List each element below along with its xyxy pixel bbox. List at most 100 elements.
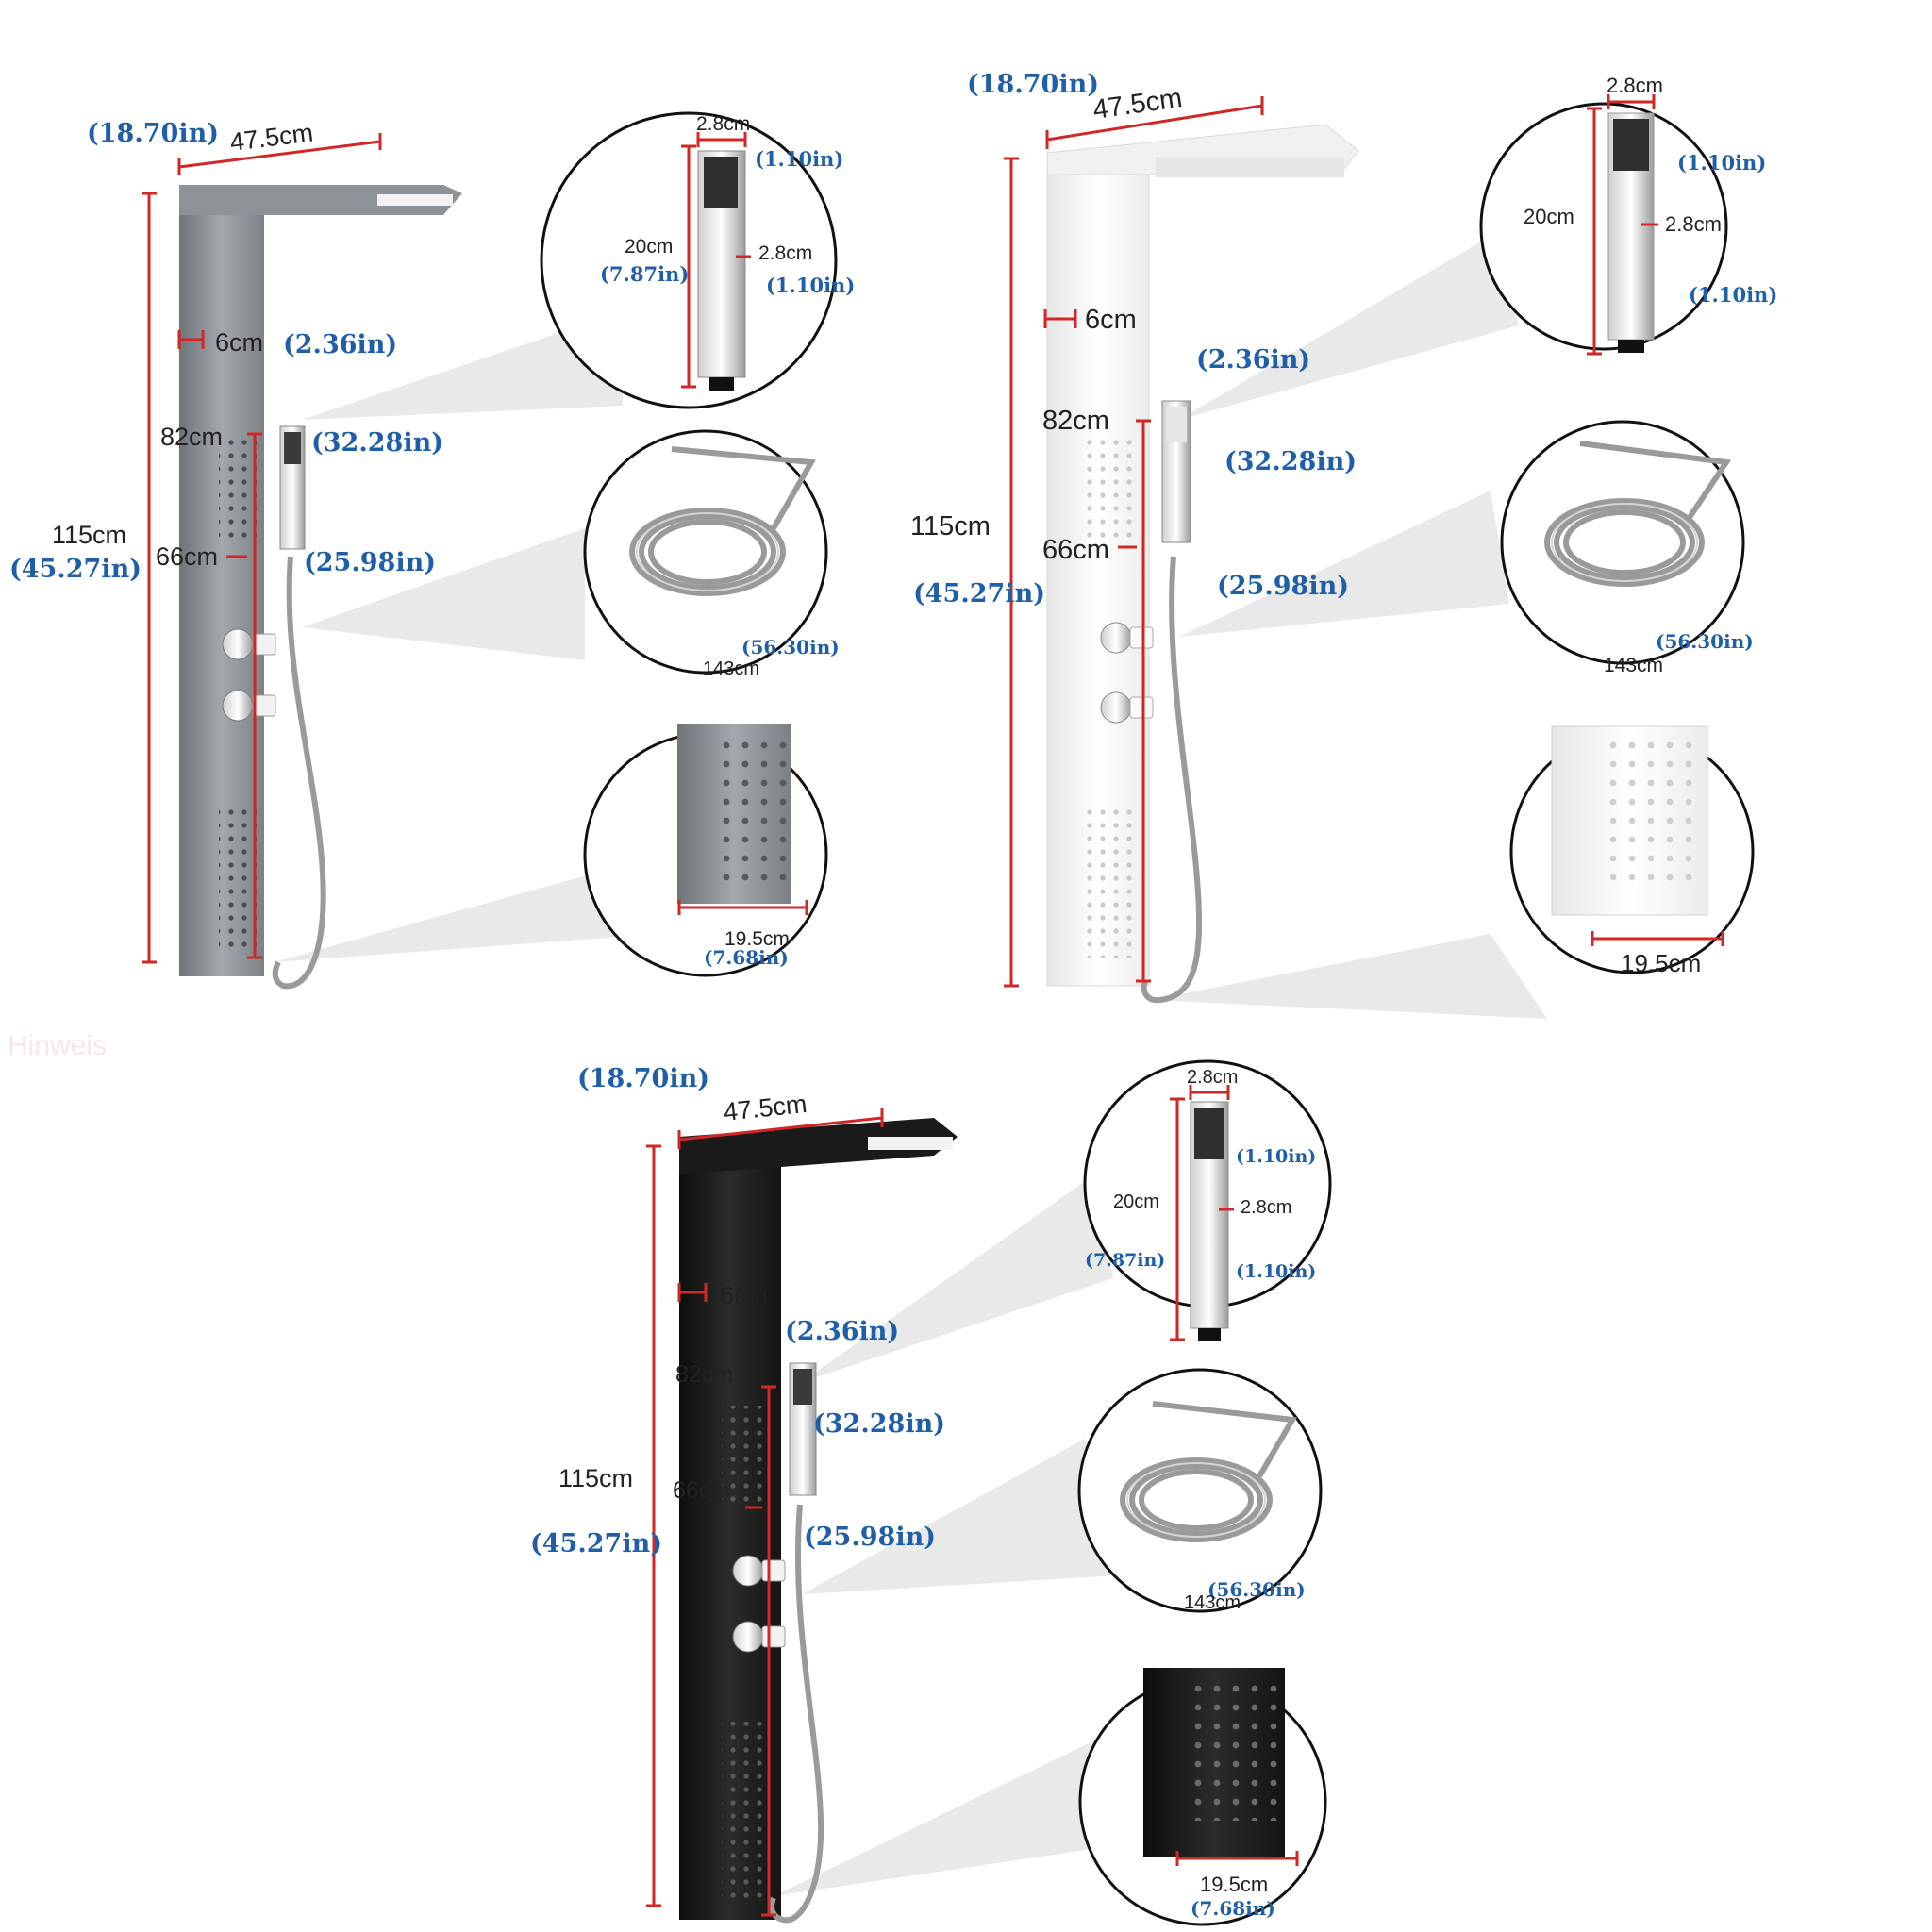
mixer-knob [1100,691,1132,724]
dim-upper-jets [1136,419,1151,983]
label-lower-jets-in: (25.98in) [1217,572,1349,601]
handshower-face [284,432,301,464]
zoom-cone-hose [302,528,585,660]
zoom-cone-handshower [1179,236,1519,420]
upper-jets [219,434,257,538]
detail-handshower: 2.8cm (1.10in) 20cm (7.87in) 2.8cm (1.10… [540,111,855,409]
label-panel-width-in: (7.68in) [1191,1897,1275,1920]
label-top-width-in: (18.70in) [967,70,1099,99]
hose-coil [629,446,816,596]
waterfall-outlet [377,194,453,206]
label-hs-depth-in: (1.10in) [1236,1261,1316,1282]
label-panel-width-cm: 19.5cm [724,928,790,950]
label-lower-jets-in: (25.98in) [304,548,436,577]
dim-upper-jets [761,1385,776,1917]
hose [769,1504,824,1924]
dim-total-height [142,192,157,964]
label-hs-width-cm: 2.8cm [1607,74,1663,97]
waterfall-outlet [1156,157,1344,177]
label-hs-length-cm: 20cm [1113,1191,1159,1212]
lower-jets [219,802,257,953]
label-total-height-cm: 115cm [52,521,126,549]
handshower-detail-face [1194,1108,1224,1159]
handshower-detail-connector [1198,1328,1221,1341]
label-hose-in: (56.30in) [1656,630,1754,653]
dim-hs-length [1587,107,1602,356]
label-hs-width-in: (1.10in) [1677,151,1766,175]
label-lower-jets-cm: 66cm [156,542,218,571]
dim-hs-length [681,144,696,389]
upper-jets [722,1406,769,1509]
label-hs-length-in: (7.87in) [1085,1250,1165,1271]
label-hs-length-cm: 20cm [625,236,673,258]
label-hs-width-cm: 2.8cm [1187,1067,1238,1088]
label-hs-depth-cm: 2.8cm [1665,212,1722,236]
detail-hose: (56.30in) 143cm [1077,1368,1323,1613]
watermark-text: Hinweis [8,1030,107,1061]
label-panel-width-cm: 19.5cm [1200,1873,1268,1896]
label-depth-cm: 6cm [1085,305,1137,335]
diverter-knob [732,1555,764,1587]
dim-upper-jets [247,432,262,959]
lower-jets [722,1722,769,1901]
zoom-cone-hose [1179,491,1509,637]
detail-handshower: 2.8cm (1.10in) 20cm (7.87in) 2.8cm (1.10… [1083,1059,1332,1341]
panel-silver: (18.70in) 47.5cm 6cm (2.36in) 82cm (32.2… [9,111,855,990]
label-hs-width-in: (1.10in) [755,147,843,171]
handshower-detail-connector [709,377,734,391]
label-total-height-cm: 115cm [558,1464,633,1492]
label-top-width-in: (18.70in) [87,119,219,148]
shower-head-arm [179,185,462,215]
handshower-face [1166,407,1187,442]
dim-total-height [646,1144,661,1907]
lower-jets [1085,807,1132,958]
dim-hs-width [1607,94,1656,109]
handshower-face [793,1369,812,1405]
handshower-detail-face [704,157,738,208]
mixer-handle [1129,696,1154,719]
diverter-handle [252,633,276,656]
label-hose-cm: 143cm [1184,1592,1241,1613]
label-depth-in: (2.36in) [283,330,397,359]
detail-circle [1077,1368,1323,1613]
detail-panel: 19.5cm (7.68in) [583,724,828,977]
dim-panel-width [1175,1851,1299,1866]
waterfall-outlet [868,1137,953,1150]
dim-top-width [677,1108,884,1149]
hose [1141,556,1203,1004]
panel-detail-jets [1193,1679,1278,1821]
detail-circle [583,429,828,675]
label-depth-in: (2.36in) [785,1317,899,1346]
zoom-cone-panel [774,1740,1156,1896]
zoom-cone-handshower [302,311,623,420]
label-hs-depth-cm: 2.8cm [1241,1197,1291,1218]
detail-circle [1479,102,1728,351]
dim-hs-width [696,132,747,147]
handshower-detail-connector [1618,340,1644,353]
hose [272,556,326,990]
diverter-knob [1100,622,1132,654]
detail-hose: (56.30in) 143cm [1500,420,1754,676]
label-hs-width-in: (1.10in) [1236,1146,1316,1167]
handshower-detail-face [1613,119,1649,171]
diverter-knob [222,628,254,660]
diverter-handle [761,1559,786,1582]
label-upper-jets-cm: 82cm [675,1361,733,1388]
dim-hs-width [1189,1085,1230,1100]
label-upper-jets-in: (32.28in) [311,428,443,458]
hose-coil [1120,1401,1297,1542]
detail-hose: (56.30in) 143cm [583,429,840,679]
label-hs-depth-in: (1.10in) [766,274,855,297]
detail-panel: 19.5cm (7.68in) [1078,1668,1327,1926]
label-total-height-in: (45.27in) [530,1529,662,1558]
mixer-handle [252,694,276,717]
dim-depth [677,1283,708,1302]
label-total-height-in: (45.27in) [913,579,1045,608]
label-hs-width-cm: 2.8cm [696,113,750,135]
label-lower-jets-cm: 66cm [673,1477,730,1504]
label-lower-jets-in: (25.98in) [804,1523,936,1552]
panel-white: (18.70in) 47.5cm 6cm (2.36in) 82cm (32.2… [910,70,1777,1019]
label-hose-in: (56.30in) [1208,1578,1306,1601]
label-hs-length-in: (7.87in) [600,262,689,286]
